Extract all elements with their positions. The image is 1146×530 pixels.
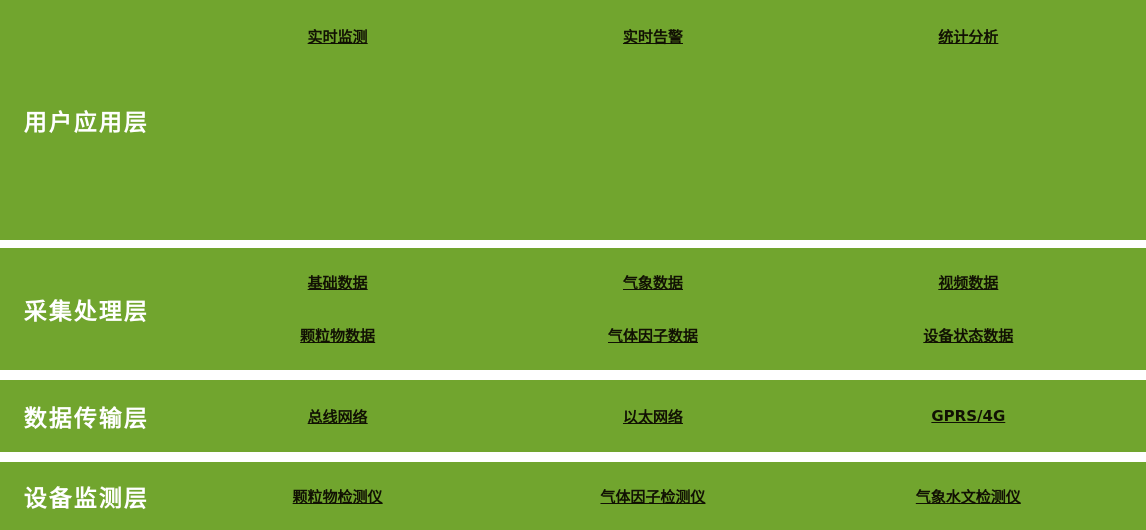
item-weather-data: 气象数据: [622, 274, 683, 292]
layer-user-application-label: 用户应用层: [24, 110, 149, 136]
item-row: 颗粒物数据 气体因子数据 设备状态数据: [180, 325, 1126, 346]
item-video-data: 视频数据: [938, 274, 999, 292]
item-device-status-data: 设备状态数据: [923, 327, 1014, 345]
layer-data-transmission: 数据传输层 总线网络 以太网络 GPRS/4G: [0, 380, 1146, 452]
item-realtime-alarm: 实时告警: [622, 28, 683, 46]
layer-data-transmission-items: 总线网络 以太网络 GPRS/4G: [180, 380, 1126, 452]
layer-device-monitoring-items: 颗粒物检测仪 气体因子检测仪 气象水文检测仪: [180, 462, 1126, 530]
item-row: 总线网络 以太网络 GPRS/4G: [180, 406, 1126, 427]
item-row: 实时监测 实时告警 统计分析: [180, 26, 1126, 47]
item-gprs-network: GPRS/4G: [931, 407, 1006, 425]
layer-device-monitoring-label: 设备监测层: [24, 486, 149, 512]
item-row: 基础数据 气象数据 视频数据: [180, 272, 1126, 293]
item-bus-network: 总线网络: [307, 407, 368, 426]
item-gas-factor-detector: 气体因子检测仪: [600, 487, 706, 506]
item-row: 颗粒物检测仪 气体因子检测仪 气象水文检测仪: [180, 486, 1126, 507]
layer-collection-processing-items: 基础数据 气象数据 视频数据 颗粒物数据 气体因子数据 设备状态数据: [180, 248, 1126, 370]
item-ethernet-network: 以太网络: [622, 407, 683, 426]
item-statistic-analysis: 统计分析: [938, 28, 999, 46]
item-gas-factor-data: 气体因子数据: [607, 327, 698, 345]
layer-data-transmission-label: 数据传输层: [24, 406, 149, 432]
item-realtime-monitoring: 实时监测: [307, 28, 368, 46]
layer-collection-processing: 采集处理层 基础数据 气象数据 视频数据 颗粒物数据 气体因子数据 设备状态数据: [0, 248, 1146, 370]
layer-collection-processing-label: 采集处理层: [24, 299, 149, 325]
layer-device-monitoring: 设备监测层 颗粒物检测仪 气体因子检测仪 气象水文检测仪: [0, 462, 1146, 530]
item-particle-detector: 颗粒物检测仪: [292, 487, 383, 506]
layer-user-application: 用户应用层 实时监测 实时告警 统计分析: [0, 0, 1146, 240]
layer-user-application-items: 实时监测 实时告警 统计分析: [180, 0, 1126, 240]
item-basic-data: 基础数据: [307, 274, 368, 292]
item-weather-hydrology-detector: 气象水文检测仪: [915, 487, 1021, 506]
item-particle-data: 颗粒物数据: [300, 327, 376, 345]
